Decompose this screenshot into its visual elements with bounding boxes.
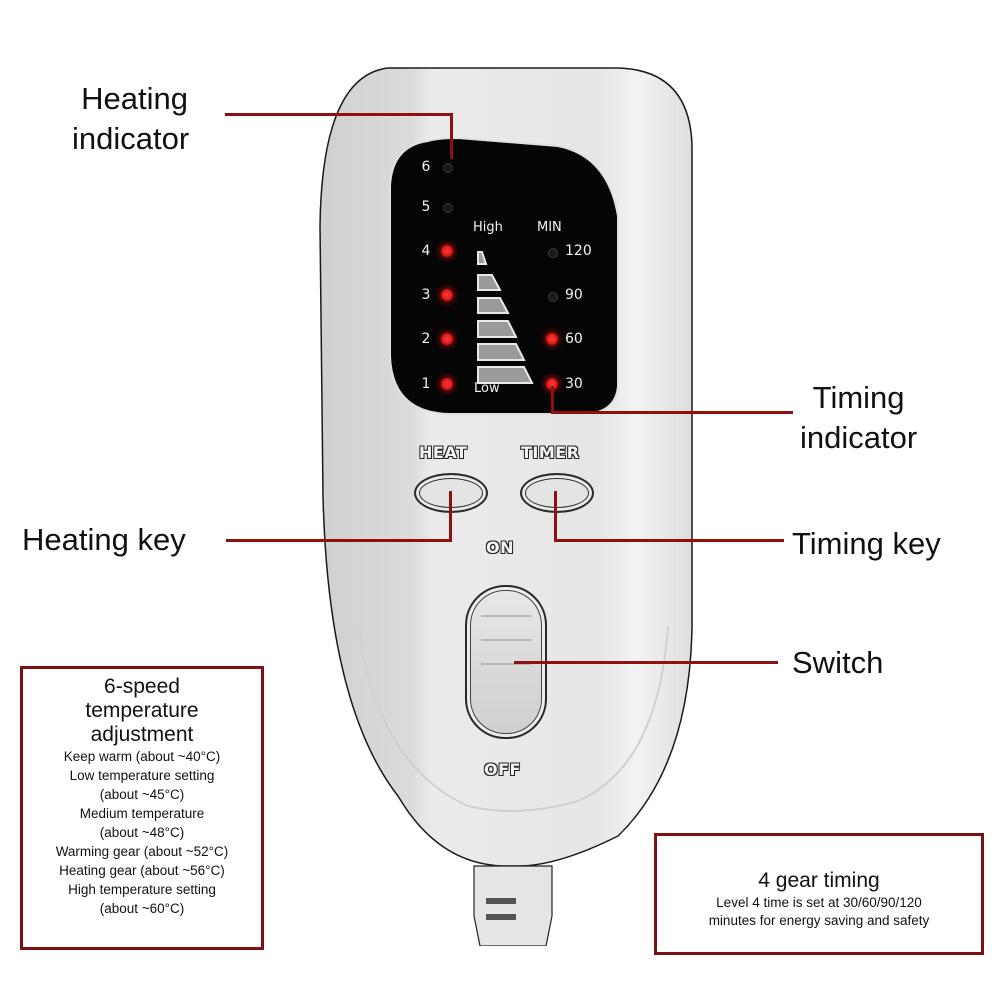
- temperature-box-title-1: 6-speed: [104, 675, 180, 698]
- temperature-box-title-2: temperature: [85, 699, 199, 722]
- heating-key-leader: [226, 539, 452, 542]
- temperature-line: (about ~60°C): [99, 901, 185, 916]
- callout-line: Heating: [81, 81, 189, 116]
- timer-90-label: 90: [565, 287, 583, 303]
- timer-min-label: MIN: [537, 220, 562, 235]
- switch-leader: [514, 661, 778, 664]
- temperature-info-box: 6-speed temperature adjustment Keep warm…: [20, 666, 264, 950]
- timer-60-label: 60: [565, 331, 583, 347]
- timing-info-box: 4 gear timing Level 4 time is set at 30/…: [654, 833, 984, 955]
- heat-led-6-icon: [443, 163, 453, 173]
- timing-key-callout: Timing key: [792, 526, 941, 561]
- callout-line: indicator: [800, 420, 918, 455]
- timing-indicator-callout: Timing indicator: [800, 378, 917, 458]
- timing-key-leader: [554, 539, 784, 542]
- heating-indicator-leader-v: [450, 113, 453, 159]
- heating-indicator-leader: [225, 113, 452, 116]
- temperature-line: (about ~45°C): [99, 787, 185, 802]
- timer-led-120-icon: [548, 248, 558, 258]
- timing-indicator-leader-v: [551, 386, 554, 412]
- callout-line: Timing: [812, 380, 905, 415]
- heating-indicator-callout: Heating indicator: [72, 79, 189, 159]
- temperature-line: High temperature setting: [68, 882, 216, 897]
- switch-groove: [481, 639, 531, 641]
- timer-120-label: 120: [565, 243, 592, 259]
- timer-button[interactable]: [520, 473, 594, 513]
- switch-callout: Switch: [792, 645, 884, 680]
- timer-led-30-icon: [546, 378, 558, 390]
- timer-led-90-icon: [548, 292, 558, 302]
- temperature-line: Keep warm (about ~40°C): [63, 749, 221, 764]
- timing-indicator-leader: [551, 411, 793, 414]
- temperature-box-title-3: adjustment: [90, 723, 194, 746]
- heat-level-5-label: 5: [421, 199, 431, 215]
- heat-level-4-label: 4: [421, 243, 431, 259]
- heat-led-4-icon: [441, 245, 453, 257]
- timer-30-label: 30: [565, 376, 583, 392]
- switch-on-label: ON: [486, 538, 514, 557]
- temperature-line: Heating gear (about ~56°C): [59, 863, 225, 878]
- timer-led-60-icon: [546, 333, 558, 345]
- heat-level-3-label: 3: [421, 287, 431, 303]
- heat-level-2-label: 2: [421, 331, 431, 347]
- controller-shape: [319, 67, 693, 946]
- callout-line: indicator: [72, 121, 190, 156]
- heat-level-6-label: 6: [421, 159, 431, 175]
- heat-led-3-icon: [441, 289, 453, 301]
- temperature-line: Medium temperature: [79, 806, 205, 821]
- switch-groove: [481, 663, 531, 665]
- switch-groove: [481, 615, 531, 617]
- controller-body: [318, 66, 698, 946]
- switch-off-label: OFF: [484, 760, 521, 779]
- temperature-line: (about ~48°C): [99, 825, 185, 840]
- temperature-line: Low temperature setting: [69, 768, 215, 783]
- timing-key-leader-v: [554, 491, 557, 541]
- heat-led-2-icon: [441, 333, 453, 345]
- heating-key-leader-v: [449, 491, 452, 541]
- heat-level-1-label: 1: [421, 376, 431, 392]
- heat-led-1-icon: [441, 378, 453, 390]
- heat-led-5-icon: [443, 203, 453, 213]
- heat-key-label: HEAT: [419, 443, 468, 462]
- heating-key-callout: Heating key: [22, 522, 186, 557]
- timing-box-title: 4 gear timing: [758, 869, 880, 892]
- timing-line: minutes for energy saving and safety: [708, 913, 930, 928]
- temperature-line: Warming gear (about ~52°C): [55, 844, 229, 859]
- timing-line: Level 4 time is set at 30/60/90/120: [716, 895, 922, 910]
- scale-high-label: High: [473, 220, 503, 235]
- timer-key-label: TIMER: [521, 443, 580, 462]
- scale-low-label: Low: [474, 381, 500, 396]
